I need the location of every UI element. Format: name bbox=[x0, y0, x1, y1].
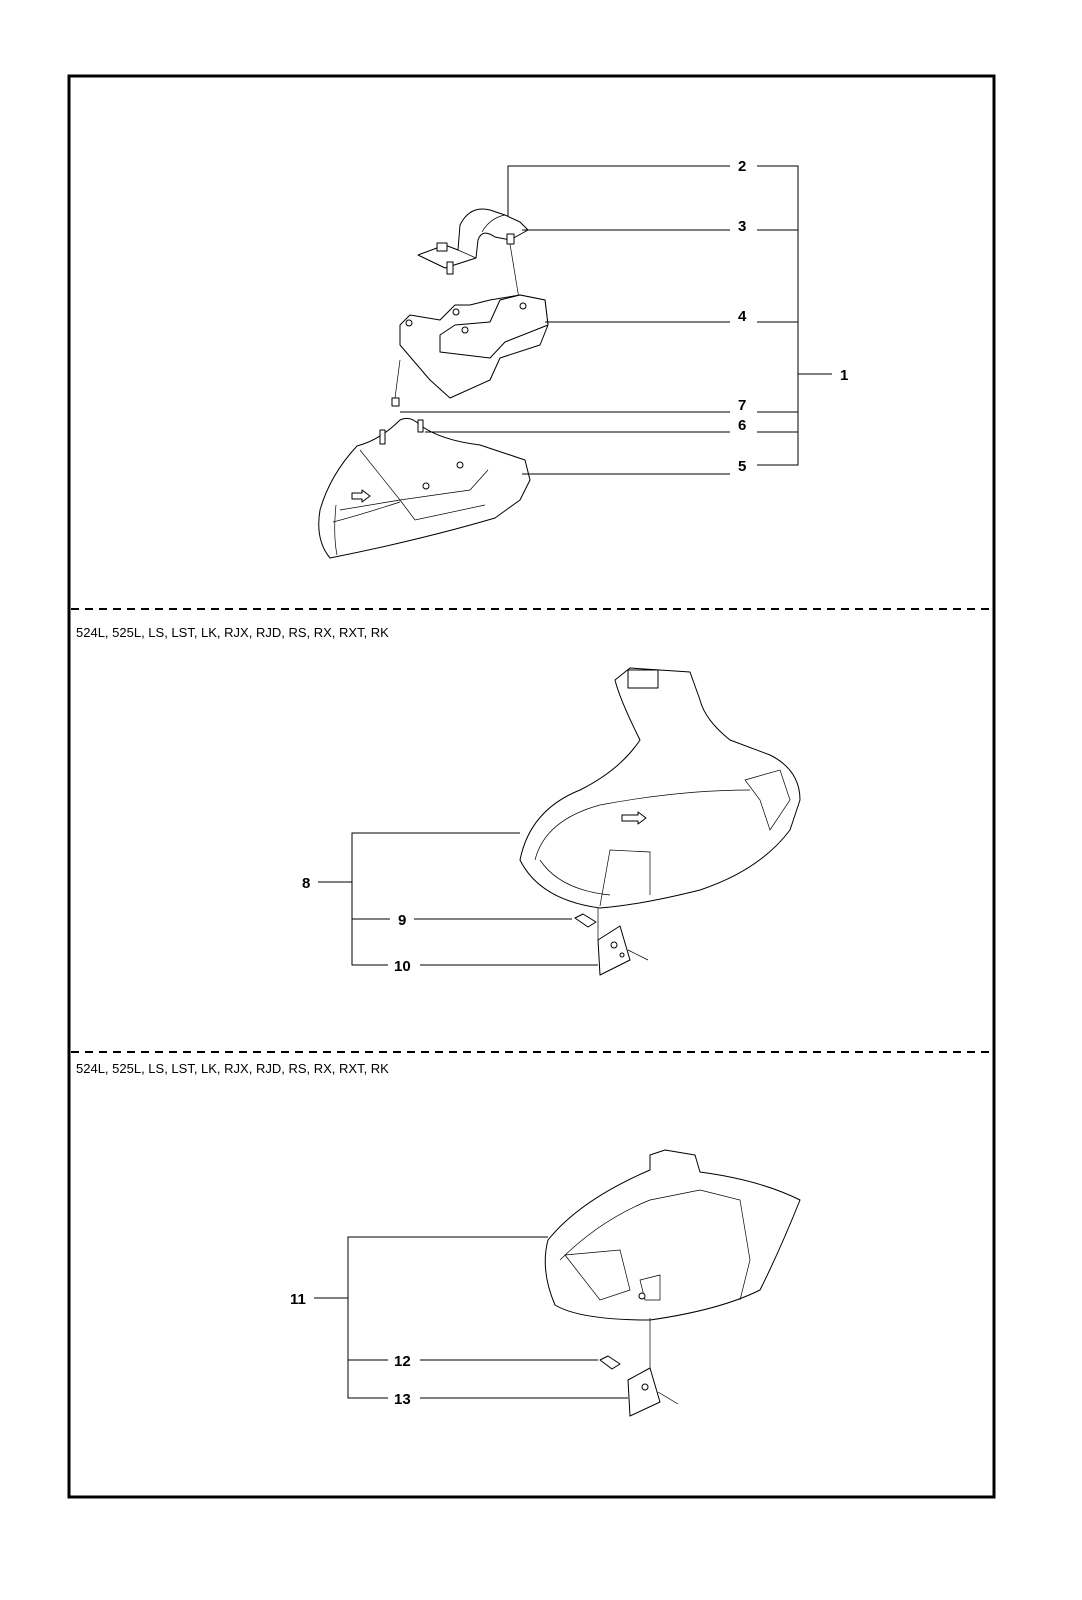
section-2: 524L, 525L, LS, LST, LK, RJX, RJD, RS, R… bbox=[76, 625, 801, 976]
part-label-1: 1 bbox=[840, 367, 848, 384]
section-1: 2 3 4 7 6 5 1 bbox=[318, 158, 848, 559]
page-frame bbox=[67, 74, 996, 1499]
part-label-2: 2 bbox=[738, 158, 746, 175]
part-label-4: 4 bbox=[738, 308, 747, 325]
part-label-6: 6 bbox=[738, 417, 746, 434]
guard-part bbox=[519, 667, 801, 976]
part-label-9: 9 bbox=[398, 912, 406, 929]
part-label-13: 13 bbox=[394, 1391, 411, 1408]
part-label-8: 8 bbox=[302, 875, 310, 892]
clamp-part bbox=[417, 208, 529, 275]
holder-part bbox=[399, 294, 549, 399]
part-label-5: 5 bbox=[738, 458, 746, 475]
part-label-11: 11 bbox=[290, 1291, 306, 1308]
guard-part bbox=[318, 417, 531, 559]
model-list: 524L, 525L, LS, LST, LK, RJX, RJD, RS, R… bbox=[76, 1061, 389, 1076]
part-label-3: 3 bbox=[738, 218, 746, 235]
section-3: 524L, 525L, LS, LST, LK, RJX, RJD, RS, R… bbox=[76, 1061, 801, 1417]
part-label-12: 12 bbox=[394, 1353, 411, 1370]
nut-part bbox=[391, 397, 400, 407]
part-label-7: 7 bbox=[738, 397, 746, 414]
guard-part bbox=[544, 1149, 801, 1417]
model-list: 524L, 525L, LS, LST, LK, RJX, RJD, RS, R… bbox=[76, 625, 389, 640]
direction-arrow-icon bbox=[621, 811, 647, 825]
part-label-10: 10 bbox=[394, 958, 411, 975]
direction-arrow-icon bbox=[351, 489, 371, 503]
